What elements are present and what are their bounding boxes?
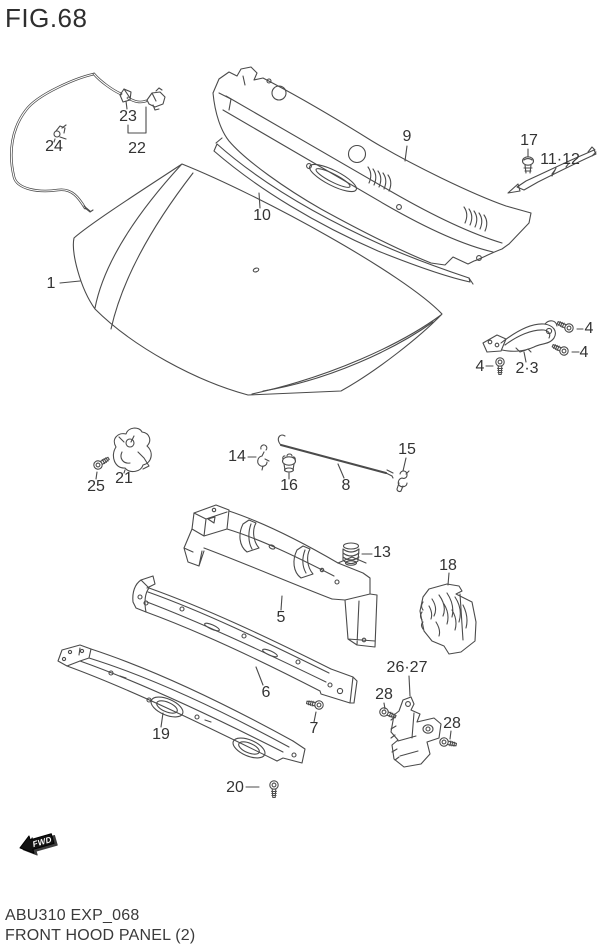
leader-28b — [449, 730, 452, 740]
fwd-arrow: FWD — [19, 833, 58, 856]
label-part-4b: 4 — [579, 344, 589, 361]
rod-clip-14 — [257, 444, 270, 471]
label-part-5: 5 — [276, 609, 286, 626]
cowl-side-garnish — [507, 146, 597, 194]
leader-2-3 — [523, 351, 527, 363]
leader-7 — [313, 711, 317, 723]
label-part-9: 9 — [402, 128, 412, 145]
bolt-4c — [495, 357, 505, 376]
label-part-17: 17 — [520, 132, 538, 149]
label-part-11-12: 11·12 — [540, 151, 580, 168]
bumper-member-6 — [132, 575, 358, 723]
label-part-7: 7 — [309, 720, 319, 737]
label-part-19: 19 — [152, 726, 170, 743]
label-part-13: 13 — [373, 544, 391, 561]
lock-bracket-26-27 — [377, 675, 458, 768]
bracket-22-23 — [127, 106, 147, 134]
bolt-7 — [305, 697, 325, 711]
hose-clip-24 — [53, 124, 67, 140]
leader-1 — [59, 280, 81, 284]
label-part-16: 16 — [280, 477, 298, 494]
label-part-18: 18 — [439, 557, 457, 574]
figure-caption: FRONT HOOD PANEL (2) — [5, 927, 196, 944]
label-part-2-3: 2·3 — [515, 360, 539, 377]
rod-grommet-16 — [281, 453, 297, 473]
rod-clip-15 — [396, 470, 410, 492]
leader-6 — [255, 666, 264, 686]
label-part-28b: 28 — [443, 715, 461, 732]
cushion-spring-13 — [342, 542, 360, 566]
radiator-support-upper-member — [183, 504, 378, 648]
leader-23 — [125, 100, 128, 110]
washer-hose-assembly — [10, 72, 166, 213]
label-part-23: 23 — [119, 108, 137, 125]
label-part-24: 24 — [45, 138, 63, 155]
hood-support-rod — [247, 434, 410, 492]
label-part-21: 21 — [115, 470, 133, 487]
leader-25 — [95, 471, 98, 480]
label-part-25: 25 — [87, 478, 105, 495]
front-lower-panel-19 — [57, 644, 306, 799]
leader-8 — [337, 463, 345, 479]
leader-10 — [258, 192, 261, 209]
label-part-1: 1 — [46, 275, 56, 292]
label-part-4a: 4 — [584, 320, 594, 337]
cowl-vent-hatch — [367, 166, 488, 232]
label-part-26-27: 26·27 — [386, 659, 428, 676]
leader-11-12 — [551, 167, 557, 177]
hood-lock — [91, 427, 152, 480]
label-part-28a: 28 — [375, 686, 393, 703]
leader-18 — [447, 572, 450, 586]
label-part-15: 15 — [398, 441, 416, 458]
hood-seal — [213, 137, 474, 285]
leader-28a — [383, 702, 386, 710]
label-part-6: 6 — [261, 684, 271, 701]
fastener-17 — [521, 148, 535, 174]
label-part-4c: 4 — [475, 358, 485, 375]
label-part-10: 10 — [253, 207, 271, 224]
bolt-25 — [91, 454, 112, 472]
leader-5 — [280, 595, 283, 611]
figure-code: ABU310 EXP_068 — [5, 907, 140, 924]
bolt-4b — [550, 341, 571, 358]
leader-21 — [123, 469, 126, 474]
leader-9 — [404, 145, 408, 162]
label-part-8: 8 — [341, 477, 351, 494]
washer-joint-23 — [119, 88, 132, 103]
bolt-28b — [438, 736, 458, 750]
bolt-4a — [555, 318, 576, 335]
hood-panel — [59, 163, 443, 396]
label-part-20: 20 — [226, 779, 244, 796]
leader-15 — [402, 457, 407, 472]
washer-nozzle-22 — [146, 87, 166, 111]
label-part-22: 22 — [128, 140, 146, 157]
cowl-top-panel — [212, 66, 532, 266]
leader-24 — [53, 138, 56, 143]
figure-number: FIG.68 — [5, 3, 88, 33]
figure-footer: ABU310 EXP_068 FRONT HOOD PANEL (2) — [5, 906, 195, 946]
bolt-20 — [269, 780, 279, 799]
hood-hinge — [482, 318, 584, 376]
bolt-28a — [377, 705, 398, 722]
label-part-14: 14 — [228, 448, 246, 465]
leader-26-27 — [408, 675, 411, 697]
leader-19 — [160, 712, 164, 728]
side-bracket-18 — [419, 572, 477, 655]
